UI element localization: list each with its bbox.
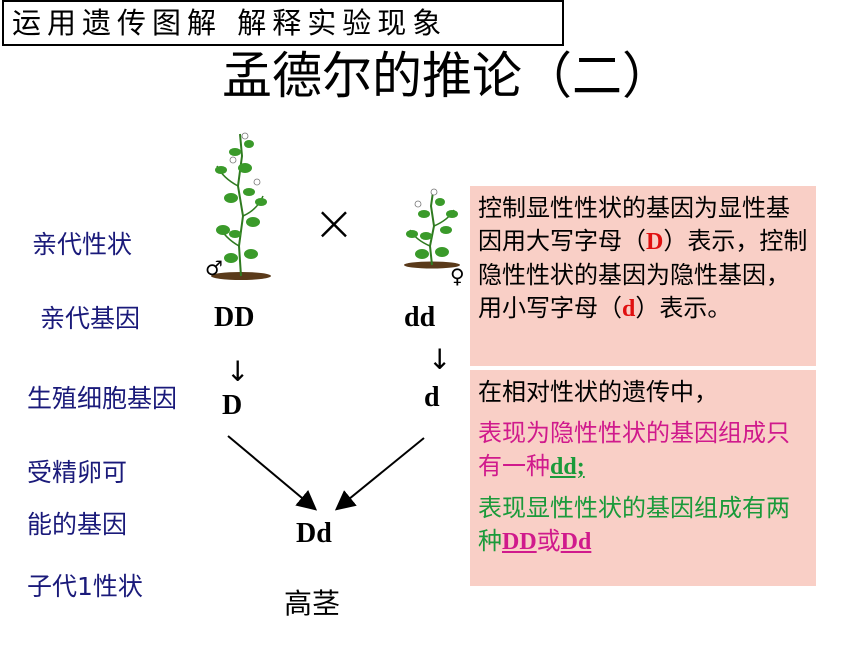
label-f1-trait: 子代1性状 [27, 572, 143, 601]
dominant-recessive-explanation-box: 控制显性性状的基因为显性基因用大写字母（D）表示，控制隐性性状的基因为隐性基因，… [470, 186, 816, 366]
f1-trait-value: 高茎 [284, 587, 341, 620]
label-zygote-line2: 能的基因 [27, 510, 128, 539]
arrow-down-icon: ↓ [428, 343, 452, 376]
slide-tag: 运用遗传图解 解释实验现象 [2, 0, 564, 46]
offspring-gene: Dd [296, 518, 332, 549]
box2-recessive-line: 表现为隐性性状的基因组成只有一种dd; [478, 417, 808, 484]
cross-symbol: × [313, 194, 355, 252]
parent-gene-right: dd [404, 302, 436, 333]
box1-D: D [646, 229, 664, 255]
label-zygote-line1: 受精卵可 [27, 458, 128, 487]
page-title: 孟德尔的推论（二） [222, 47, 672, 105]
box2-or: 或 [536, 527, 561, 555]
gamete-gene-right: d [424, 382, 440, 413]
box2-recessive-text: 表现为隐性性状的基因组成只有一种 [478, 419, 790, 480]
box1-d: d [622, 296, 636, 322]
label-parent-trait: 亲代性状 [32, 230, 133, 259]
box1-text-2: ）表示，控制隐性性状的基因为隐性基因，用小写字母（ [478, 227, 808, 322]
arrow-down-icon: ↓ [226, 355, 250, 388]
tall-pea-plant-icon [211, 132, 271, 280]
box2-dominant-gene1: DD [502, 529, 537, 555]
box2-recessive-gene: dd; [550, 454, 585, 480]
female-symbol-icon: ♀ [450, 264, 465, 288]
box1-text-1: 控制显性性状的基因为显性基因用大写字母（ [478, 194, 790, 255]
box2-intro: 在相对性状的遗传中， [478, 378, 718, 406]
box2-dominant-line: 表现显性性状的基因组成有两种DD或Dd [478, 492, 808, 559]
male-symbol-icon: ♂ [205, 256, 223, 280]
short-pea-plant-icon [404, 188, 460, 269]
gamete-gene-left: D [222, 390, 243, 421]
genotype-explanation-box: 在相对性状的遗传中， 表现为隐性性状的基因组成只有一种dd; 表现显性性状的基因… [470, 370, 816, 586]
box2-dominant-gene2: Dd [560, 529, 592, 555]
label-parent-gene: 亲代基因 [40, 304, 141, 333]
label-gamete-gene: 生殖细胞基因 [27, 384, 178, 413]
box2-dominant-text: 表现显性性状的基因组成有两种 [478, 494, 790, 555]
parent-gene-left: DD [214, 302, 255, 333]
box1-text-3: ）表示。 [635, 294, 732, 322]
